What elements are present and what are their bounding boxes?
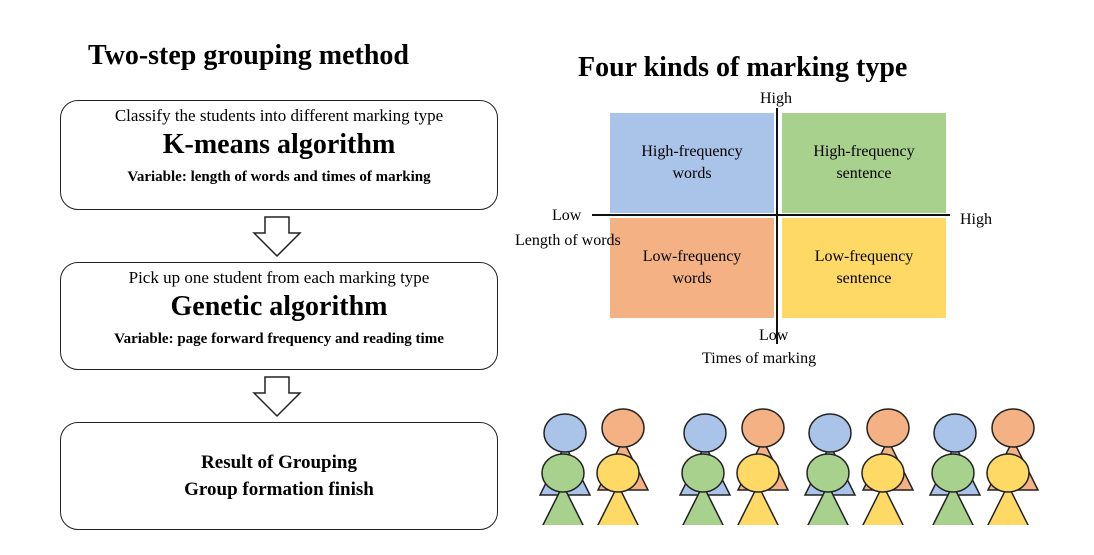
genetic-step-box: Pick up one student from each marking ty… [60, 262, 498, 370]
down-arrow-icon [252, 216, 302, 258]
result-box: Result of Grouping Group formation finis… [60, 422, 498, 530]
quadrant-tr-line2: sentence [836, 165, 892, 182]
kmeans-step-algorithm: K-means algorithm [162, 129, 396, 160]
quadrant-br-line1: Low-frequency [814, 248, 914, 265]
quadrant-br-line2: sentence [836, 270, 892, 287]
quadrant-bl-line1: Low-frequency [642, 248, 742, 265]
student-icon-front-right [861, 453, 905, 525]
genetic-step-algorithm: Genetic algorithm [170, 291, 388, 322]
quadrant-tr-line1: High-frequency [813, 143, 915, 160]
x-axis-high-label: High [960, 211, 992, 228]
horizontal-axis [592, 214, 950, 216]
quadrant-high-frequency-words: High-frequency words [610, 113, 774, 213]
y-axis-high-label: High [760, 90, 792, 107]
student-icon-front-right [986, 453, 1030, 525]
x-axis-title: Length of words [515, 232, 621, 249]
student-icon-front-right [596, 453, 640, 525]
quadrant-high-frequency-sentence: High-frequency sentence [782, 113, 946, 213]
quadrant-low-frequency-words: Low-frequency words [610, 218, 774, 318]
genetic-step-variable: Variable: page forward frequency and rea… [114, 331, 444, 347]
right-title: Four kinds of marking type [578, 52, 908, 83]
y-axis-title: Times of marking [702, 350, 817, 367]
left-title: Two-step grouping method [88, 40, 410, 71]
quadrant-tl-line1: High-frequency [641, 143, 743, 160]
kmeans-step-variable: Variable: length of words and times of m… [127, 169, 431, 185]
kmeans-step-subtitle: Classify the students into different mar… [114, 106, 444, 125]
vertical-axis [776, 108, 778, 344]
quadrant-bl-line2: words [672, 270, 712, 287]
y-axis-low-label: Low [759, 327, 789, 344]
quadrant-tl-line2: words [672, 165, 712, 182]
student-icon-front-right [736, 453, 780, 525]
student-icon-front-left [681, 453, 725, 525]
result-line-2: Group formation finish [184, 479, 374, 500]
student-icon-front-left [541, 453, 585, 525]
kmeans-step-box: Classify the students into different mar… [60, 100, 498, 210]
student-icon-front-left [931, 453, 975, 525]
result-line-1: Result of Grouping [201, 452, 357, 473]
quadrant-low-frequency-sentence: Low-frequency sentence [782, 218, 946, 318]
genetic-step-subtitle: Pick up one student from each marking ty… [128, 268, 430, 287]
down-arrow-icon [252, 376, 302, 418]
student-groups [538, 408, 1040, 525]
student-icon-front-left [806, 453, 850, 525]
x-axis-low-label: Low [552, 207, 582, 224]
